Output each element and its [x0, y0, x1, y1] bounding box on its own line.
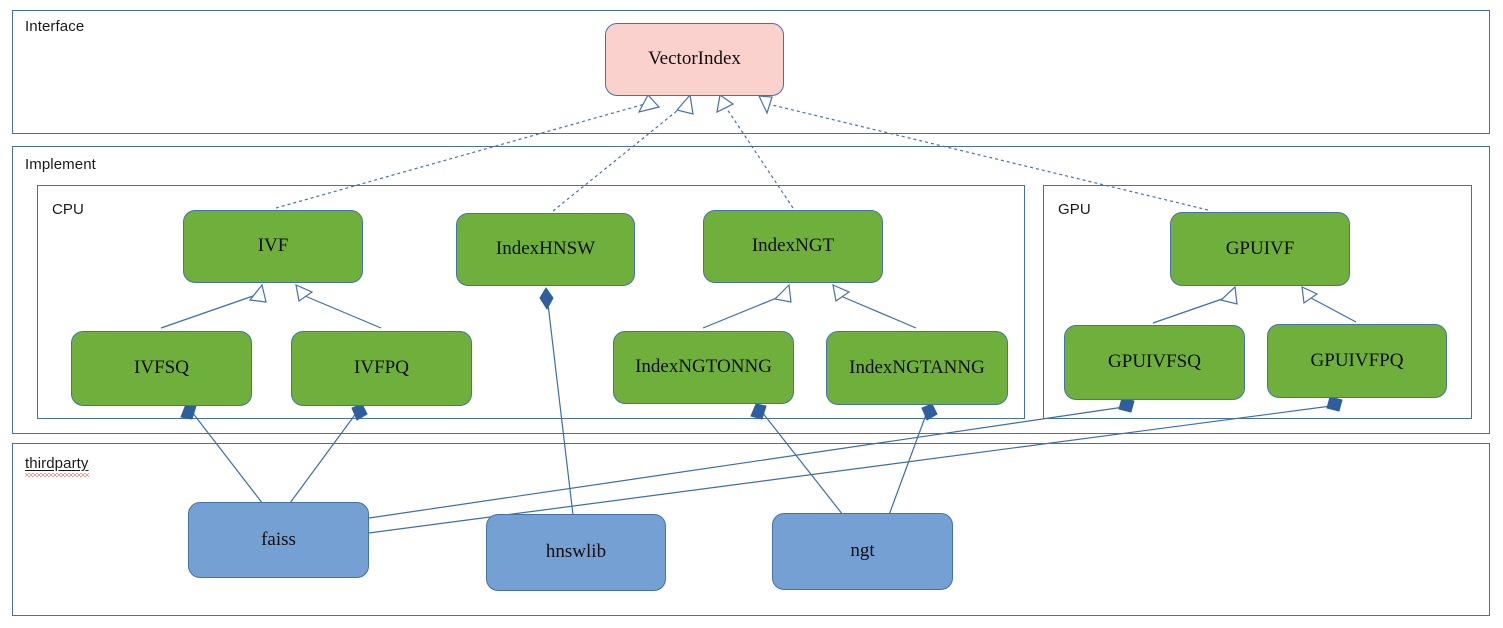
node-faiss[interactable]: faiss [188, 502, 369, 578]
container-label-cpu: CPU [52, 201, 84, 218]
node-indexngt[interactable]: IndexNGT [703, 210, 883, 283]
container-label-thirdparty-text: thirdparty [25, 455, 89, 472]
container-label-gpu: GPU [1058, 201, 1091, 218]
node-gpuivfpq[interactable]: GPUIVFPQ [1267, 324, 1447, 398]
node-ivf[interactable]: IVF [183, 210, 363, 283]
node-vectorindex[interactable]: VectorIndex [605, 23, 784, 96]
node-gpuivf[interactable]: GPUIVF [1170, 212, 1350, 286]
node-ngt[interactable]: ngt [772, 513, 953, 590]
spellcheck-squiggle [25, 473, 89, 477]
container-label-interface: Interface [25, 18, 85, 35]
node-ivfpq[interactable]: IVFPQ [291, 331, 472, 406]
container-label-implement: Implement [25, 156, 96, 173]
node-indexngtanng[interactable]: IndexNGTANNG [826, 331, 1008, 405]
node-indexngtonng[interactable]: IndexNGTONNG [613, 331, 794, 404]
container-label-thirdparty: thirdparty [25, 455, 89, 477]
node-indexhnsw[interactable]: IndexHNSW [456, 213, 635, 286]
node-ivfsq[interactable]: IVFSQ [71, 331, 252, 406]
node-gpuivfsq[interactable]: GPUIVFSQ [1064, 325, 1245, 400]
node-hnswlib[interactable]: hnswlib [486, 514, 666, 591]
